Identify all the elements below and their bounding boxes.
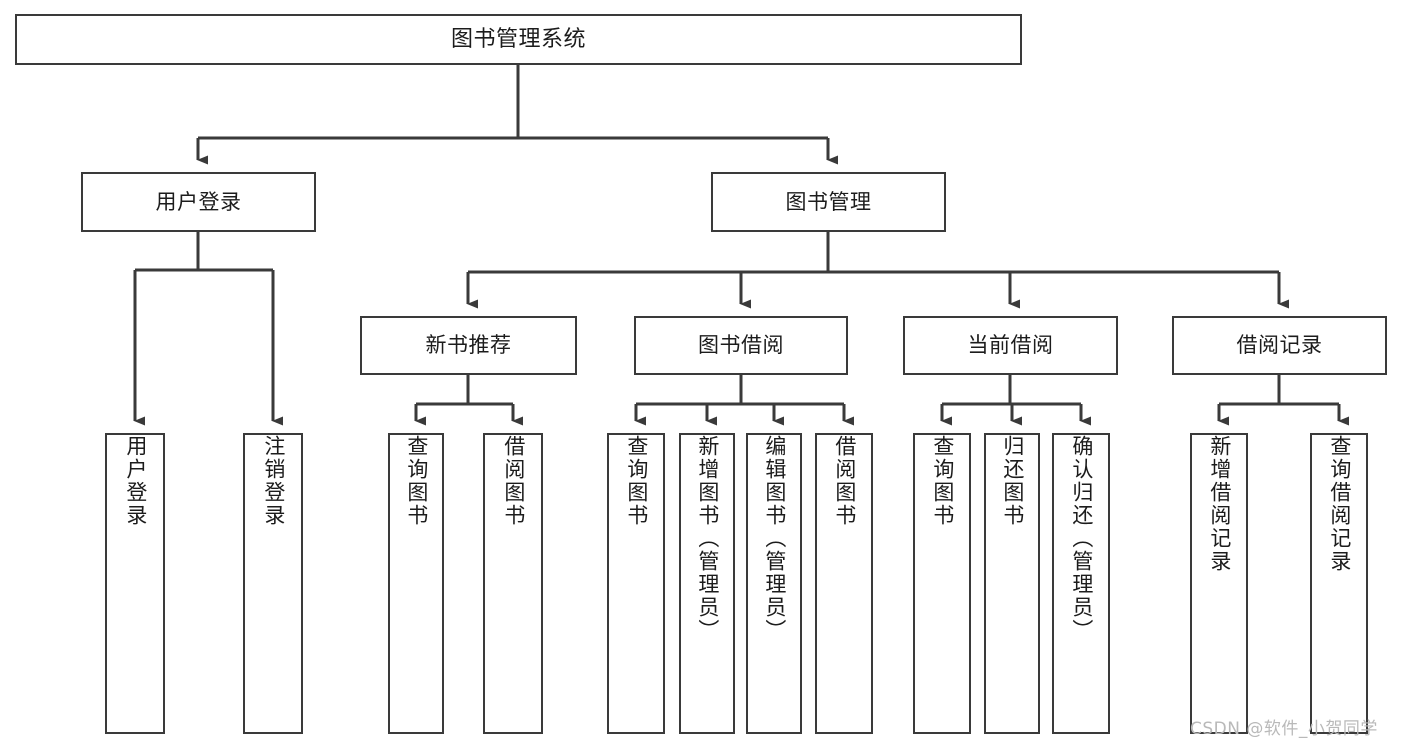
leaf-user-login[interactable]: 用户登录 bbox=[105, 433, 165, 734]
leaf-confirm-return-admin[interactable]: 确认归还（管理员） bbox=[1052, 433, 1110, 734]
node-root[interactable]: 图书管理系统 bbox=[15, 14, 1022, 65]
node-borrow-record[interactable]: 借阅记录 bbox=[1172, 316, 1387, 375]
leaf-edit-book-admin[interactable]: 编辑图书（管理员） bbox=[746, 433, 802, 734]
leaf-query-book-recommend-label: 查询图书 bbox=[404, 435, 429, 527]
node-book-borrow-label: 图书借阅 bbox=[698, 333, 784, 357]
node-user-login-label: 用户登录 bbox=[155, 189, 242, 214]
leaf-return-book-label: 归还图书 bbox=[1000, 435, 1025, 527]
leaf-add-borrow-record-label: 新增借阅记录 bbox=[1207, 435, 1232, 573]
leaf-return-book[interactable]: 归还图书 bbox=[984, 433, 1040, 734]
leaf-user-login-label: 用户登录 bbox=[123, 435, 148, 527]
node-current-borrow-label: 当前借阅 bbox=[967, 333, 1054, 357]
leaf-add-borrow-record[interactable]: 新增借阅记录 bbox=[1190, 433, 1248, 734]
node-user-login[interactable]: 用户登录 bbox=[81, 172, 316, 232]
node-new-book-recommend-label: 新书推荐 bbox=[425, 333, 512, 357]
leaf-query-book-borrow[interactable]: 查询图书 bbox=[607, 433, 665, 734]
leaf-borrow-book[interactable]: 借阅图书 bbox=[815, 433, 873, 734]
leaf-edit-book-admin-label: 编辑图书（管理员） bbox=[762, 435, 787, 642]
node-new-book-recommend[interactable]: 新书推荐 bbox=[360, 316, 577, 375]
leaf-borrow-book-recommend-label: 借阅图书 bbox=[501, 435, 526, 527]
node-book-borrow[interactable]: 图书借阅 bbox=[634, 316, 848, 375]
leaf-query-book-current-label: 查询图书 bbox=[930, 435, 955, 527]
node-root-label: 图书管理系统 bbox=[450, 26, 586, 52]
leaf-confirm-return-admin-label: 确认归还（管理员） bbox=[1069, 435, 1094, 642]
leaf-logout-label: 注销登录 bbox=[261, 435, 286, 527]
leaf-logout[interactable]: 注销登录 bbox=[243, 433, 303, 734]
watermark-text: CSDN @软件_小贺同学 bbox=[1190, 719, 1378, 739]
node-book-management-label: 图书管理 bbox=[785, 189, 872, 214]
leaf-query-borrow-record-label: 查询借阅记录 bbox=[1327, 435, 1352, 573]
leaf-borrow-book-recommend[interactable]: 借阅图书 bbox=[483, 433, 543, 734]
leaf-add-book-admin[interactable]: 新增图书（管理员） bbox=[679, 433, 735, 734]
leaf-borrow-book-label: 借阅图书 bbox=[832, 435, 857, 527]
leaf-query-book-current[interactable]: 查询图书 bbox=[913, 433, 971, 734]
leaf-query-borrow-record[interactable]: 查询借阅记录 bbox=[1310, 433, 1368, 734]
node-current-borrow[interactable]: 当前借阅 bbox=[903, 316, 1118, 375]
node-book-management[interactable]: 图书管理 bbox=[711, 172, 946, 232]
leaf-add-book-admin-label: 新增图书（管理员） bbox=[695, 435, 720, 642]
node-borrow-record-label: 借阅记录 bbox=[1236, 333, 1323, 357]
leaf-query-book-recommend[interactable]: 查询图书 bbox=[388, 433, 444, 734]
leaf-query-book-borrow-label: 查询图书 bbox=[624, 435, 649, 527]
